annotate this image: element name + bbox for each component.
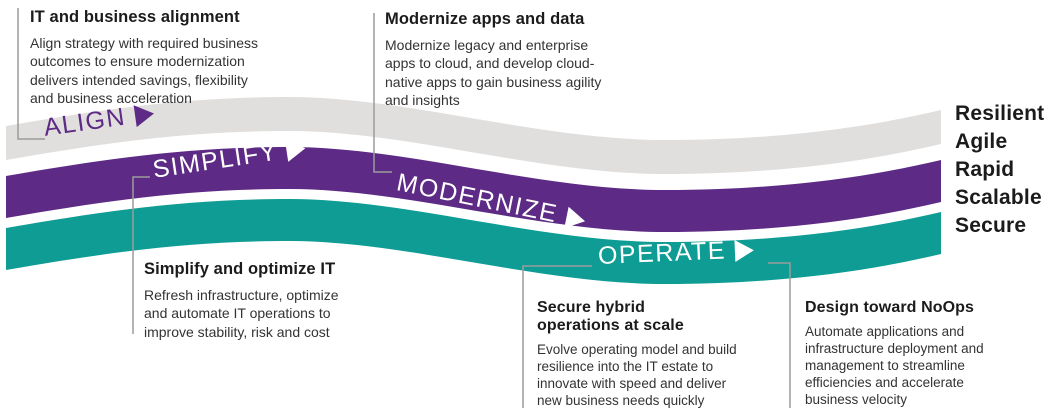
leader-line-operate-right xyxy=(768,262,791,408)
callout-body: Align strategy with required business ou… xyxy=(30,35,259,107)
callout-body: Automate applications and infrastructure… xyxy=(805,324,984,407)
callout-body: Modernize legacy and enterprise apps to … xyxy=(385,37,602,109)
leader-line-modernize xyxy=(373,13,392,173)
outcome-item: Agile xyxy=(955,130,1008,153)
callout-body: Refresh infrastructure, optimize and aut… xyxy=(144,287,339,340)
arrow-right-icon xyxy=(734,238,755,262)
outcome-item: Rapid xyxy=(955,158,1015,181)
callout-simplify-optimize-it: Simplify and optimize IT Refresh infrast… xyxy=(144,260,339,341)
callout-title: Secure hybrid operations at scale xyxy=(537,299,684,334)
ribbon-modernize xyxy=(6,147,941,232)
arrow-right-icon xyxy=(284,136,307,162)
callout-it-business-alignment: IT and business alignment Align strategy… xyxy=(30,8,258,107)
ribbon-align xyxy=(6,97,941,174)
callout-secure-hybrid-operations: Secure hybrid operations at scale Evolve… xyxy=(537,299,737,409)
callout-title: Modernize apps and data xyxy=(385,10,585,28)
outcome-item: Scalable xyxy=(955,186,1042,209)
leader-line-simplify xyxy=(132,176,150,334)
callout-modernize-apps-data: Modernize apps and data Modernize legacy… xyxy=(385,10,601,109)
ribbon-operate xyxy=(6,199,941,284)
band-label-operate-text: OPERATE xyxy=(597,236,727,270)
outcomes-list: Resilient Agile Rapid Scalable Secure xyxy=(955,100,1044,240)
leader-line-align xyxy=(17,8,45,140)
outcome-item: Secure xyxy=(955,214,1027,237)
callout-title: IT and business alignment xyxy=(30,8,240,26)
leader-line-operate-left xyxy=(522,265,592,408)
outcome-item: Resilient xyxy=(955,102,1045,125)
callout-title: Simplify and optimize IT xyxy=(144,260,336,278)
callout-body: Evolve operating model and build resilie… xyxy=(537,342,737,408)
callout-title: Design toward NoOps xyxy=(805,299,975,316)
callout-design-toward-noops: Design toward NoOps Automate application… xyxy=(805,299,984,408)
